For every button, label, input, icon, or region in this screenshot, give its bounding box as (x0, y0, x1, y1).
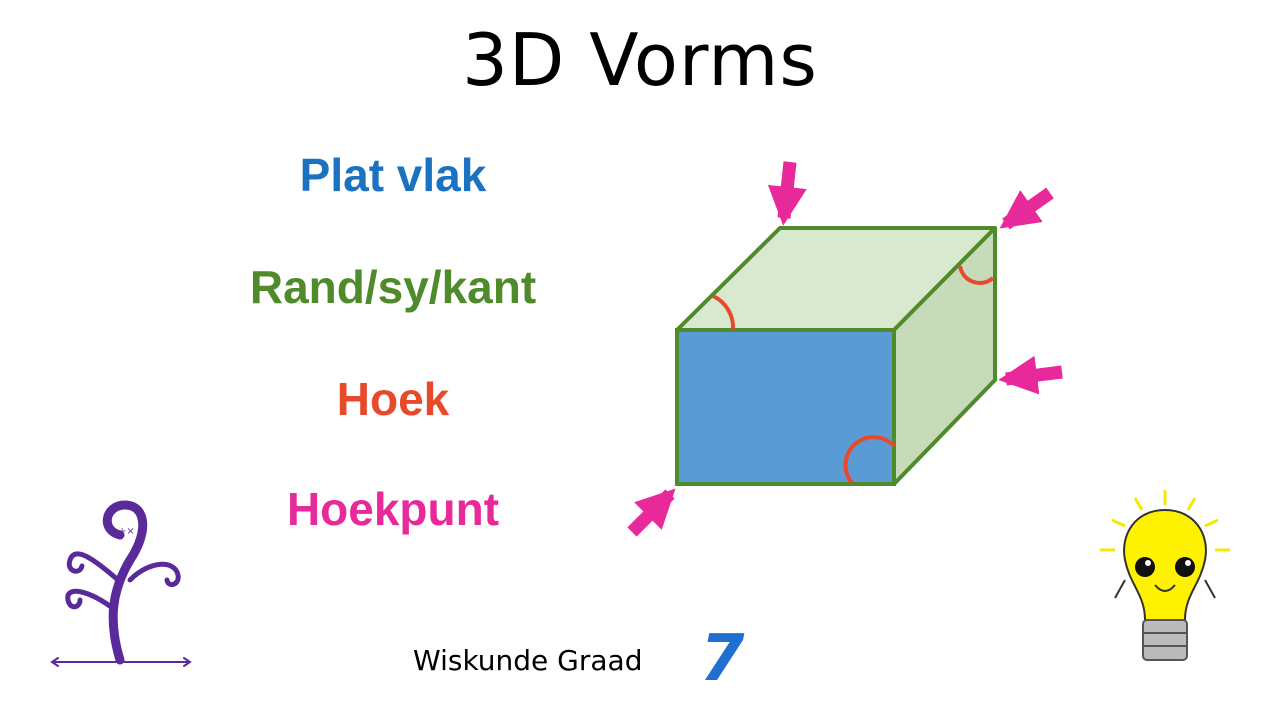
aha-wiskunde-logo: ÷× (50, 500, 192, 667)
term-face: Plat vlak (299, 149, 487, 201)
term-vertex: Hoekpunt (286, 483, 500, 535)
cube-front-face (675, 328, 896, 486)
footer-subject: Wiskunde Graad (413, 644, 643, 677)
term-angle: Hoek (336, 373, 450, 425)
vertex-arrow (627, 488, 676, 537)
vertex-arrow (999, 187, 1054, 230)
slide-title: 3D Vorms (462, 18, 818, 102)
angle-arc (958, 265, 995, 285)
vertex-arrow (767, 161, 807, 226)
term-edge: Rand/sy/kant (249, 261, 537, 313)
svg-text:÷×: ÷× (118, 526, 135, 537)
lightbulb-mascot-icon (1100, 490, 1230, 661)
vertex-arrow (998, 355, 1063, 395)
footer-grade: 7 (700, 622, 745, 696)
angle-arc (712, 294, 736, 331)
angle-arc (843, 435, 896, 485)
